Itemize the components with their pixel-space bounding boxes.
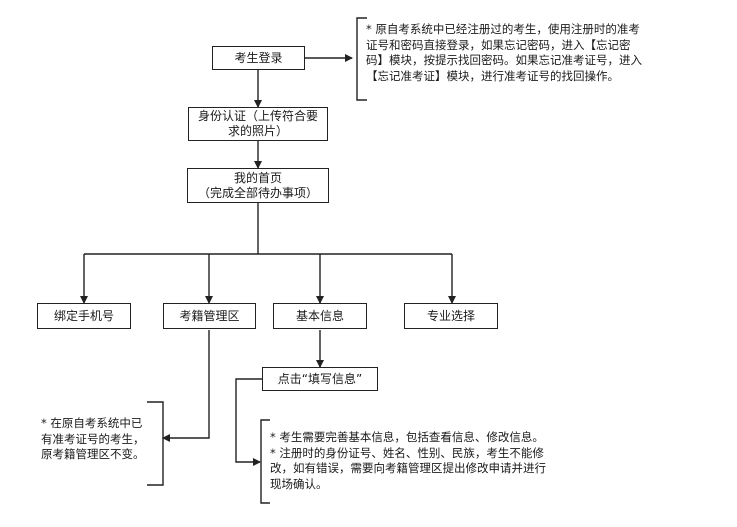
fill-info-box: 点击“填写信息” [262,367,378,391]
bracket-registry-note [147,401,164,486]
major-select-label: 专业选择 [426,308,475,323]
bracket-info-note [260,419,270,504]
identity-label-line1: 身份认证（上传符合要 [197,109,318,123]
bind-phone-box: 绑定手机号 [37,303,131,329]
basic-info-box: 基本信息 [273,303,367,329]
login-note: * 原自考系统中已经注册过的考生，使用注册时的准考 证号和密码直接登录，如果忘记… [366,22,642,83]
login-label: 考生登录 [234,50,283,65]
home-label-line2: （完成全部待办事项） [197,185,318,200]
registry-label: 考籍管理区 [179,308,240,323]
registry-box: 考籍管理区 [163,303,256,329]
arrow-registry-to-note [162,330,210,442]
identity-label-line2: 求的照片） [227,124,288,138]
info-note: * 考生需要完善基本信息，包括查看信息、修改信息。 * 注册时的身份证号、姓名、… [270,430,546,491]
basic-info-label: 基本信息 [295,308,344,323]
home-box: 我的首页 （完成全部待办事项） [187,168,329,203]
major-select-box: 专业选择 [404,303,498,329]
bind-phone-label: 绑定手机号 [53,308,114,323]
bracket-login-note [356,17,367,101]
fill-info-label: 点击“填写信息” [277,371,363,386]
login-box: 考生登录 [212,46,305,70]
home-label-line1: 我的首页 [233,170,282,185]
registry-note: * 在原自考系统中已 有准考证号的考生， 原考籍管理区不变。 [41,416,145,461]
arrow-fill-to-note [235,378,262,466]
identity-box: 身份认证（上传符合要 求的照片） [188,107,328,141]
